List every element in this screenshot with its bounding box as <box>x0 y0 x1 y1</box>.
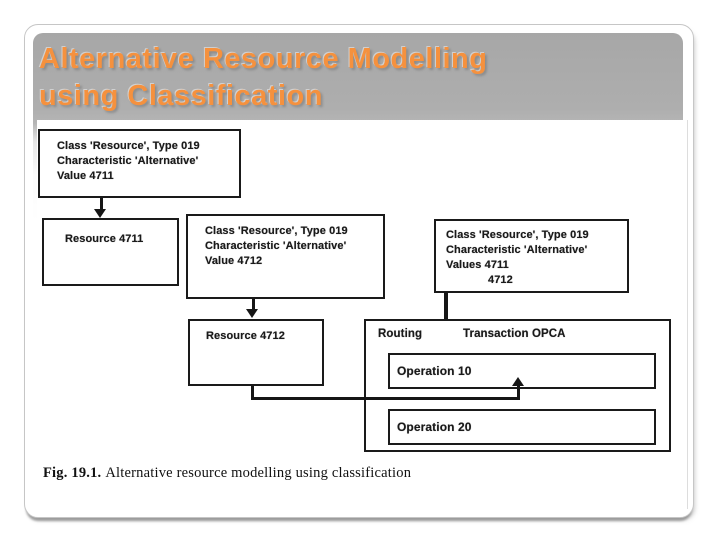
arrow-class4711-to-resource4711-line <box>100 198 103 210</box>
class-box-values: Class 'Resource', Type 019 Characteristi… <box>434 219 629 293</box>
operation-20-box: Operation 20 <box>388 409 656 445</box>
class-box-values-line2: Characteristic 'Alternative' <box>446 244 588 256</box>
class-box-4711: Class 'Resource', Type 019 Characteristi… <box>38 129 241 198</box>
caption-text: Alternative resource modelling using cla… <box>105 465 412 481</box>
connector-resource4712-segment-down <box>251 386 254 400</box>
transaction-label: Transaction OPCA <box>463 328 566 340</box>
caption-label: Fig. 19.1. <box>43 465 102 481</box>
resource-box-4712: Resource 4712 <box>188 319 324 386</box>
figure-caption: Fig. 19.1.Alternative resource modelling… <box>43 465 411 482</box>
connector-resource4712-segment-right <box>251 397 520 400</box>
arrow-class4712-to-resource4712-line <box>252 299 255 310</box>
connector-resource4712-segment-up <box>517 385 520 400</box>
class-box-4711-line3: Value 4711 <box>57 170 114 182</box>
resource-4711-label: Resource 4711 <box>65 233 144 245</box>
class-box-values-line1: Class 'Resource', Type 019 <box>446 229 589 241</box>
title-line-1: Alternative Resource Modelling <box>39 43 488 75</box>
operation-10-label: Operation 10 <box>397 363 472 378</box>
class-box-4711-line2: Characteristic 'Alternative' <box>57 155 199 167</box>
class-box-values-line3: Values 4711 <box>446 259 509 271</box>
slide-card: Alternative Resource Modelling using Cla… <box>24 24 694 518</box>
slide-title: Alternative Resource Modelling using Cla… <box>39 41 488 115</box>
figure-panel: Class 'Resource', Type 019 Characteristi… <box>37 120 688 509</box>
arrow-up-icon <box>512 377 524 386</box>
class-box-4712-line3: Value 4712 <box>205 255 263 267</box>
class-box-4711-line1: Class 'Resource', Type 019 <box>57 140 200 152</box>
resource-4712-label: Resource 4712 <box>206 330 285 342</box>
operation-20-label: Operation 20 <box>397 419 472 434</box>
operation-10-box: Operation 10 <box>388 353 656 389</box>
title-line-2: using Classification <box>39 80 323 112</box>
routing-label: Routing <box>378 328 423 340</box>
arrow-down-icon <box>94 209 106 218</box>
class-box-4712-line2: Characteristic 'Alternative' <box>205 240 347 252</box>
class-box-4712: Class 'Resource', Type 019 Characteristi… <box>186 214 385 299</box>
class-box-values-line4: 4712 <box>488 274 513 286</box>
class-box-4712-line1: Class 'Resource', Type 019 <box>205 225 348 237</box>
arrow-down-icon <box>246 309 258 318</box>
resource-box-4711: Resource 4711 <box>42 218 179 286</box>
